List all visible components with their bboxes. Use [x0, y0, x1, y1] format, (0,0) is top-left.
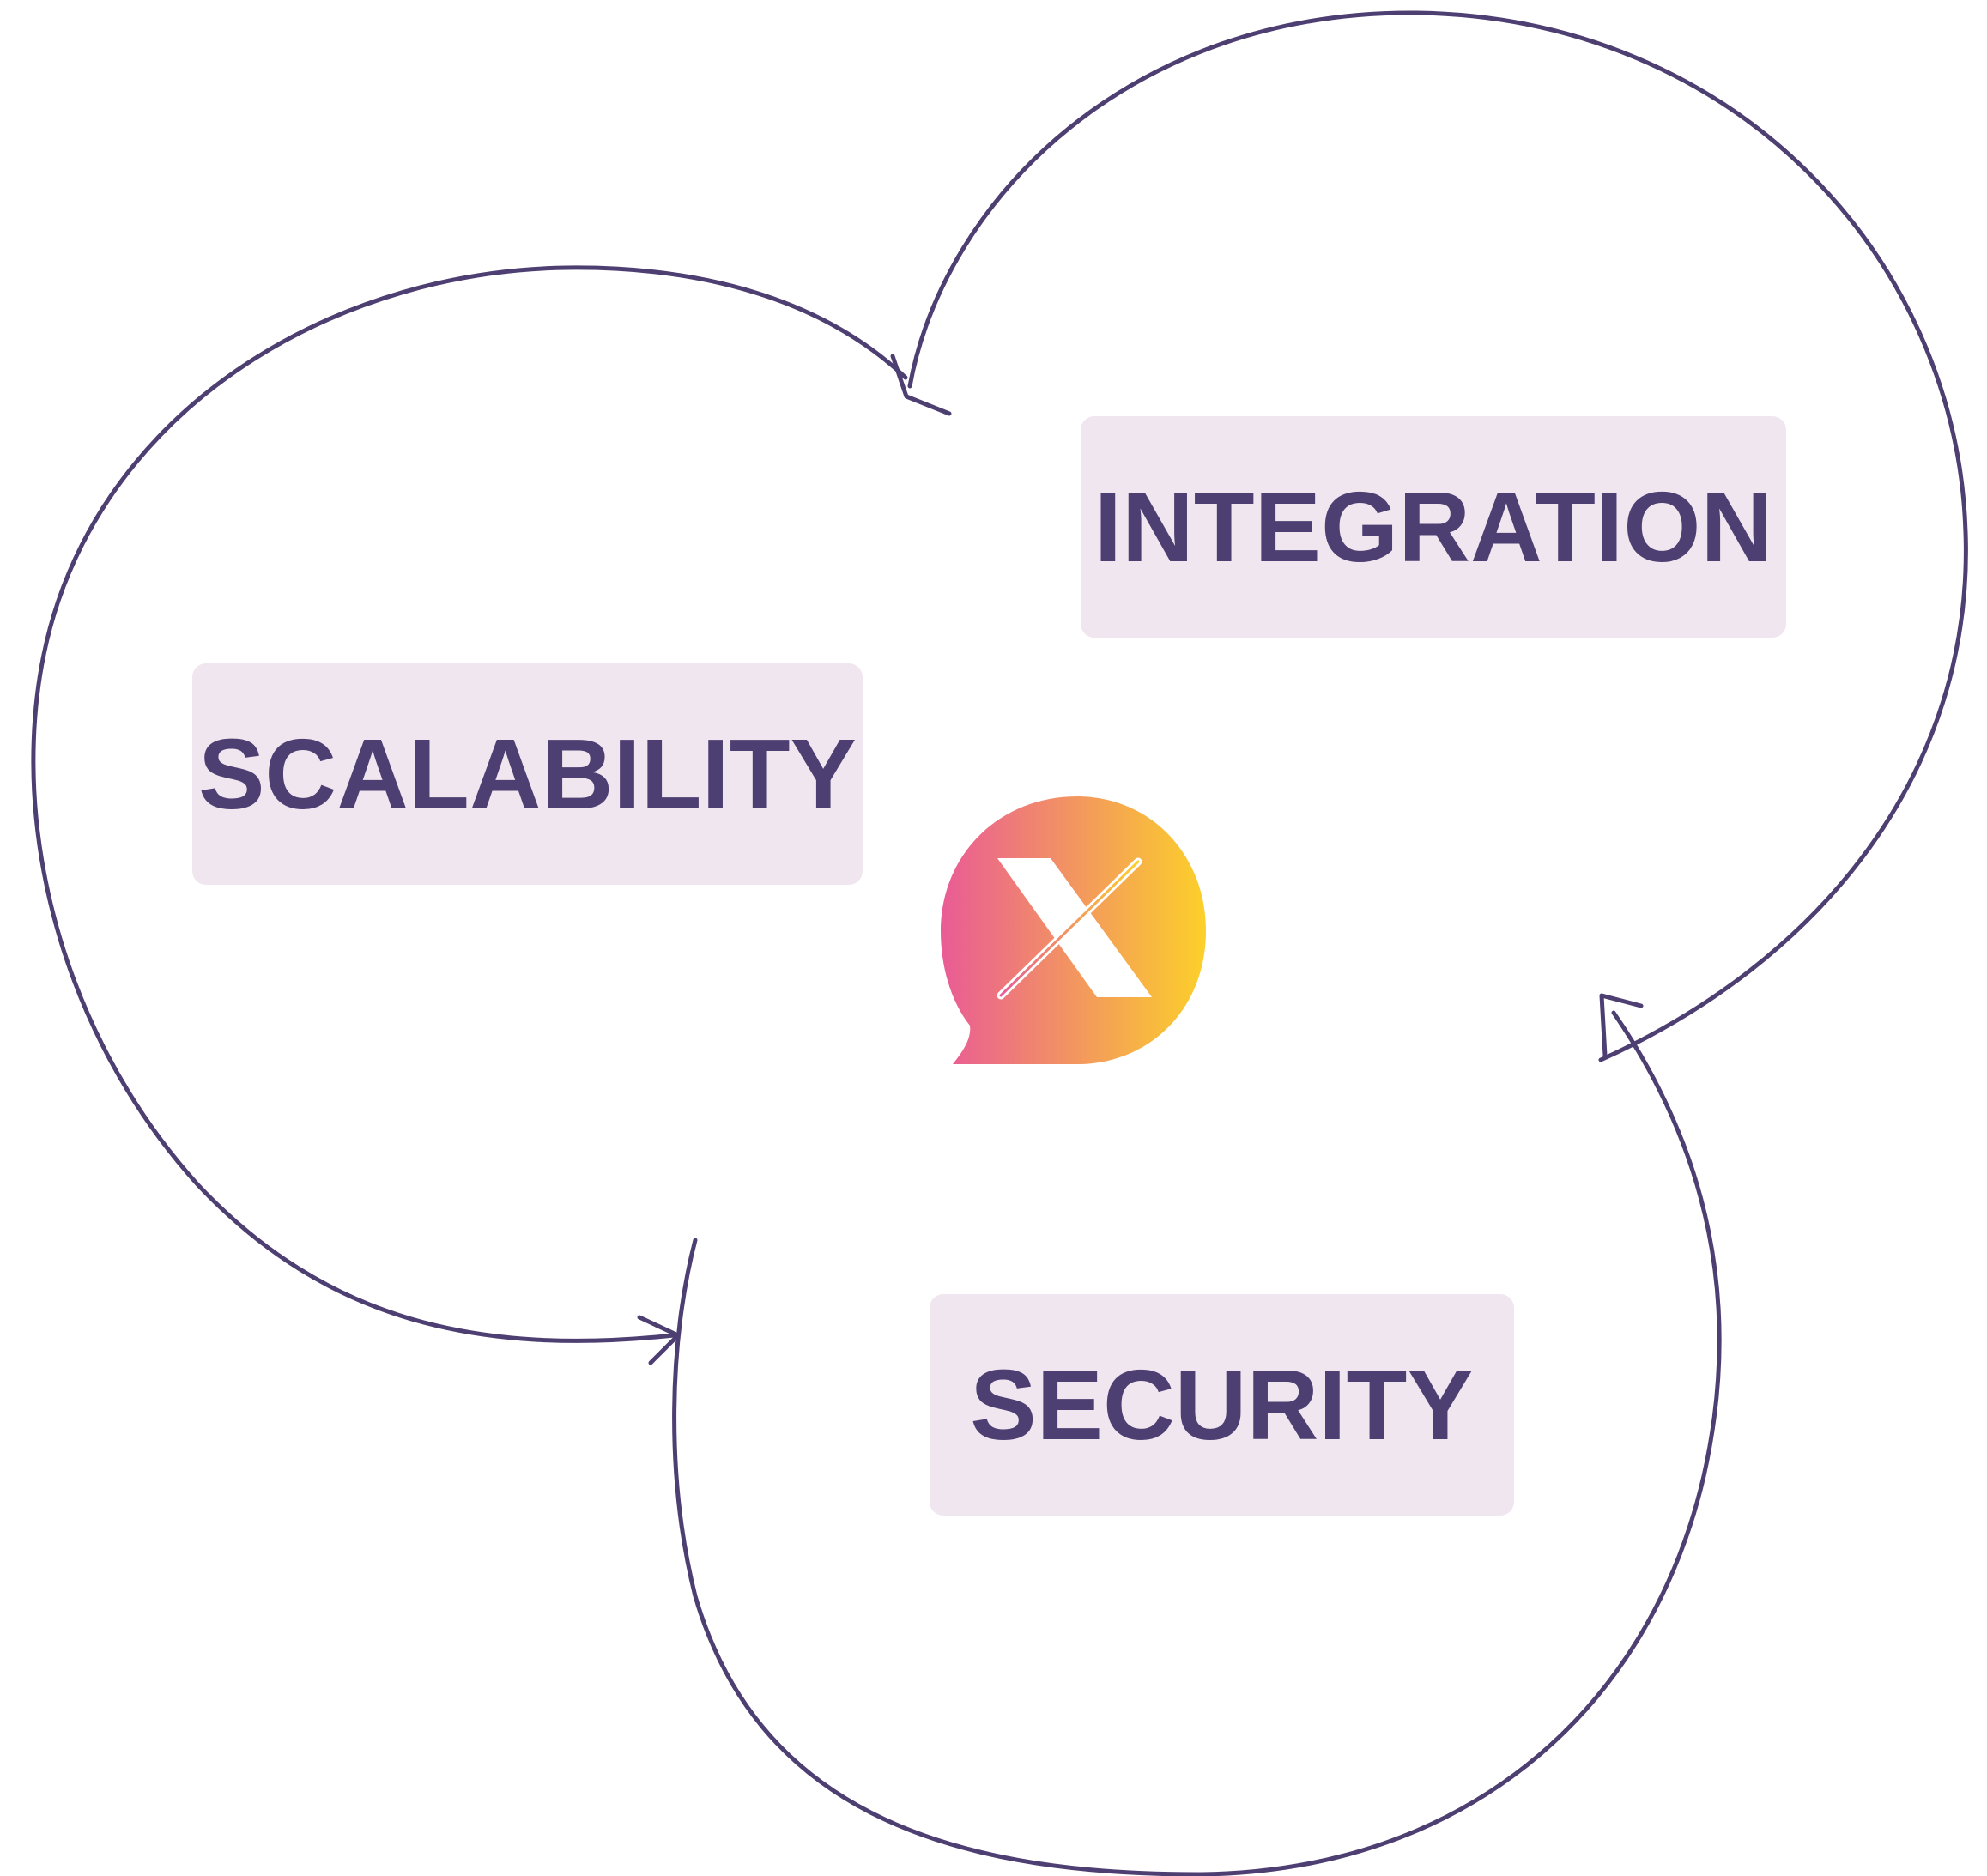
scalability-cycle-arc: [31, 265, 908, 1343]
scalability-label-box: SCALABILITY: [192, 663, 863, 885]
arrowhead-to-integration: [1599, 993, 1644, 1058]
security-label: SECURITY: [970, 1349, 1474, 1461]
security-label-box: SECURITY: [930, 1294, 1514, 1516]
security-cycle-arc: [672, 1010, 1722, 1876]
x-speech-bubble-logo-icon: [941, 796, 1206, 1064]
arrowhead-to-scalability: [890, 354, 952, 416]
integration-cycle-arc: [907, 10, 1968, 1062]
integration-label: INTEGRATION: [1093, 471, 1773, 583]
scalability-label: SCALABILITY: [198, 718, 857, 830]
integration-label-box: INTEGRATION: [1081, 416, 1786, 638]
